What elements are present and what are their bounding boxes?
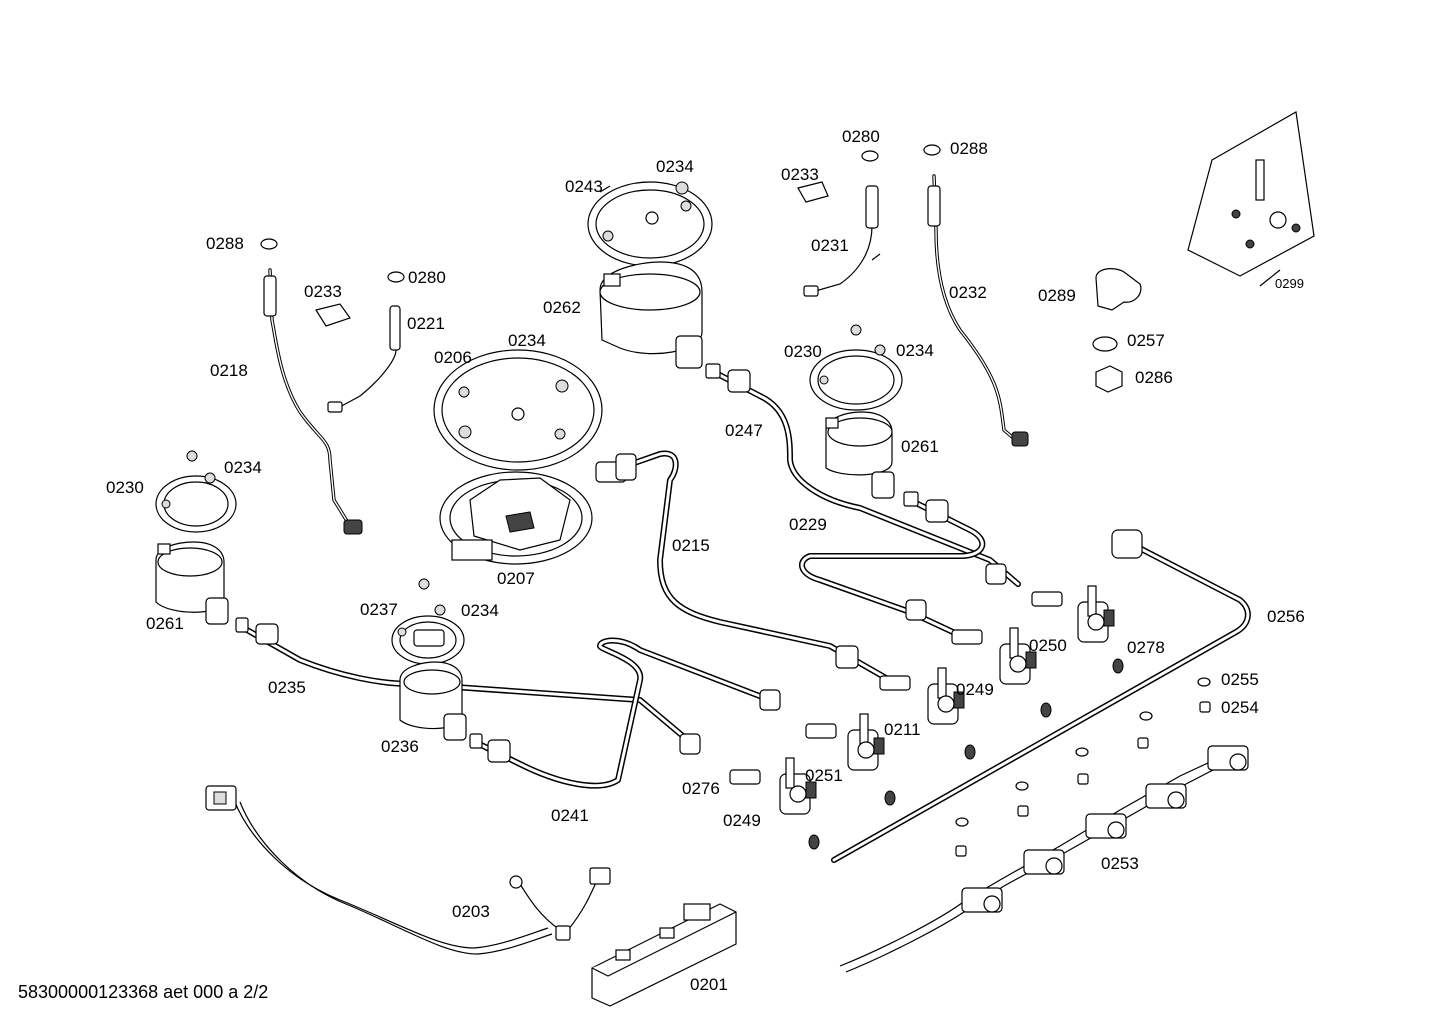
label-0206: 0206 xyxy=(434,348,472,367)
control-bar xyxy=(591,903,737,1007)
label-0261-right: 0261 xyxy=(901,437,939,456)
label-0221: 0221 xyxy=(407,314,445,333)
label-0288-right: 0288 xyxy=(950,139,988,158)
thermocouples xyxy=(263,174,1029,535)
label-0243: 0243 xyxy=(565,177,603,196)
label-0247: 0247 xyxy=(725,421,763,440)
label-0261-left: 0261 xyxy=(146,614,184,633)
label-0257: 0257 xyxy=(1127,331,1165,350)
label-0236: 0236 xyxy=(381,737,419,756)
label-0235: 0235 xyxy=(268,678,306,697)
label-0234-left: 0234 xyxy=(224,458,262,477)
gas-valves xyxy=(779,585,1124,850)
label-0218: 0218 xyxy=(210,361,248,380)
label-0234-right: 0234 xyxy=(896,341,934,360)
label-0241: 0241 xyxy=(551,806,589,825)
label-0280-left: 0280 xyxy=(408,268,446,287)
label-0230-right: 0230 xyxy=(784,342,822,361)
label-0249-left: 0249 xyxy=(723,811,761,830)
small-hardware xyxy=(260,144,1142,393)
label-0207: 0207 xyxy=(497,569,535,588)
label-0255: 0255 xyxy=(1221,670,1259,689)
label-0253: 0253 xyxy=(1101,854,1139,873)
wok-burner xyxy=(433,349,603,565)
label-0215: 0215 xyxy=(672,536,710,555)
label-0256: 0256 xyxy=(1267,607,1305,626)
label-0288-left: 0288 xyxy=(206,234,244,253)
leader-lines xyxy=(599,185,1281,287)
label-0203: 0203 xyxy=(452,902,490,921)
label-0250: 0250 xyxy=(1029,636,1067,655)
burner-rear-centre xyxy=(587,181,713,369)
label-0249-right: 0249 xyxy=(956,680,994,699)
clips-and-spacers xyxy=(955,677,1211,857)
label-0278: 0278 xyxy=(1127,638,1165,657)
label-0211: 0211 xyxy=(884,720,921,739)
wiring-harness xyxy=(205,785,611,955)
label-0280-right: 0280 xyxy=(842,127,880,146)
label-0229: 0229 xyxy=(789,515,827,534)
label-0234-centre: 0234 xyxy=(508,331,546,350)
label-0201: 0201 xyxy=(690,975,728,994)
pipe-fittings xyxy=(235,363,1143,785)
label-0286: 0286 xyxy=(1135,368,1173,387)
label-0299: 0299 xyxy=(1275,276,1304,291)
burner-rear-right xyxy=(809,324,903,499)
label-0231: 0231 xyxy=(811,236,849,255)
label-0234-front: 0234 xyxy=(461,601,499,620)
label-0251: 0251 xyxy=(805,766,843,785)
label-0254: 0254 xyxy=(1221,698,1259,717)
document-reference: 58300000123368 aet 000 a 2/2 xyxy=(18,982,269,1002)
parts-bag xyxy=(1187,111,1315,277)
label-0276: 0276 xyxy=(682,779,720,798)
label-0233-left: 0233 xyxy=(304,282,342,301)
label-0233-right: 0233 xyxy=(781,165,819,184)
label-0262: 0262 xyxy=(543,298,581,317)
burner-front-left xyxy=(155,450,237,625)
gas-pipes xyxy=(237,367,1251,863)
burner-front-centre xyxy=(391,578,467,741)
label-0234-top: 0234 xyxy=(656,157,694,176)
label-0237: 0237 xyxy=(360,600,398,619)
ignition-harness xyxy=(839,745,1249,973)
label-0232: 0232 xyxy=(949,283,987,302)
label-0230-left: 0230 xyxy=(106,478,144,497)
label-0289: 0289 xyxy=(1038,286,1076,305)
